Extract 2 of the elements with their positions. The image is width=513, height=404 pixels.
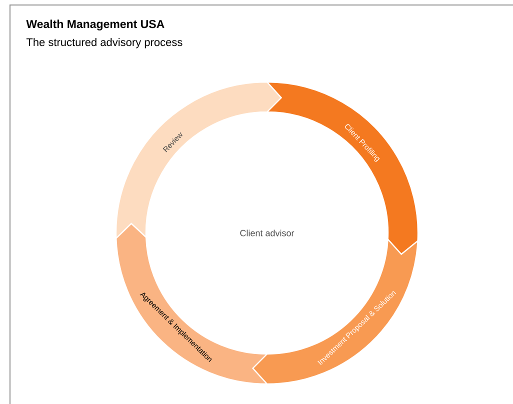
subtitle: The structured advisory process bbox=[26, 38, 182, 48]
title: Wealth Management USA bbox=[26, 20, 164, 30]
